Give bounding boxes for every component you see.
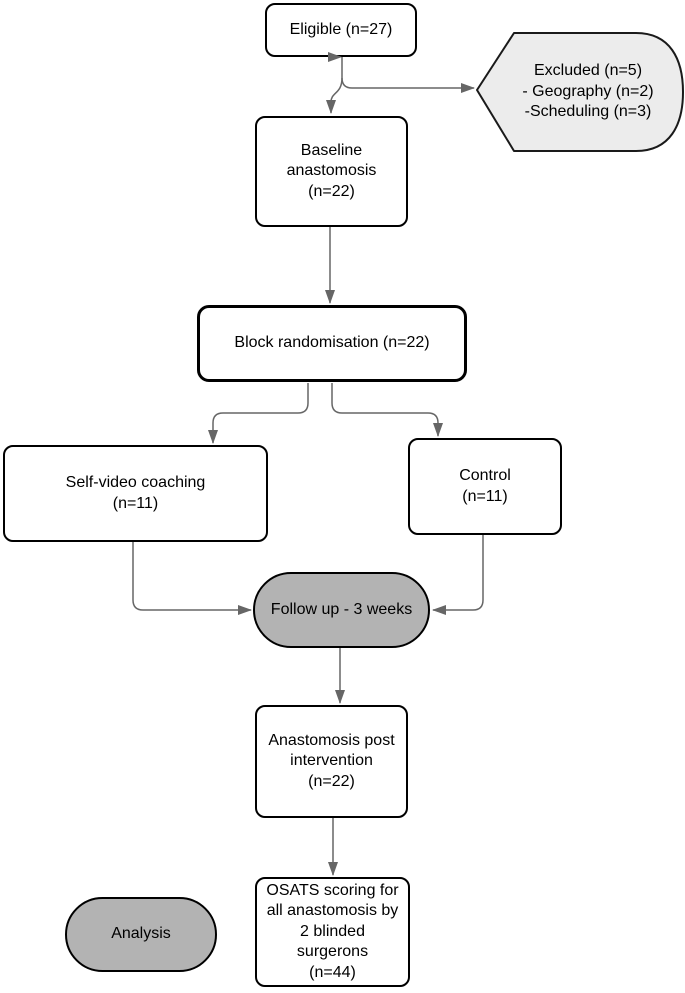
node-self-video-coaching: Self-video coaching (n=11) [3, 445, 268, 542]
node-eligible: Eligible (n=27) [265, 3, 417, 57]
node-block-randomisation: Block randomisation (n=22) [197, 305, 467, 382]
excluded-hexagon-shape [476, 32, 684, 152]
node-baseline-anastomosis: Baseline anastomosis (n=22) [255, 116, 408, 227]
node-analysis: Analysis [65, 897, 217, 972]
node-anastomosis-post-intervention: Anastomosis post intervention (n=22) [255, 705, 408, 818]
node-control: Control (n=11) [408, 438, 562, 535]
node-osats-scoring: OSATS scoring for all anastomosis by 2 b… [255, 877, 410, 987]
node-excluded-label: Excluded (n=5) - Geography (n=2) -Schedu… [522, 62, 654, 121]
node-follow-up: Follow up - 3 weeks [253, 572, 430, 648]
